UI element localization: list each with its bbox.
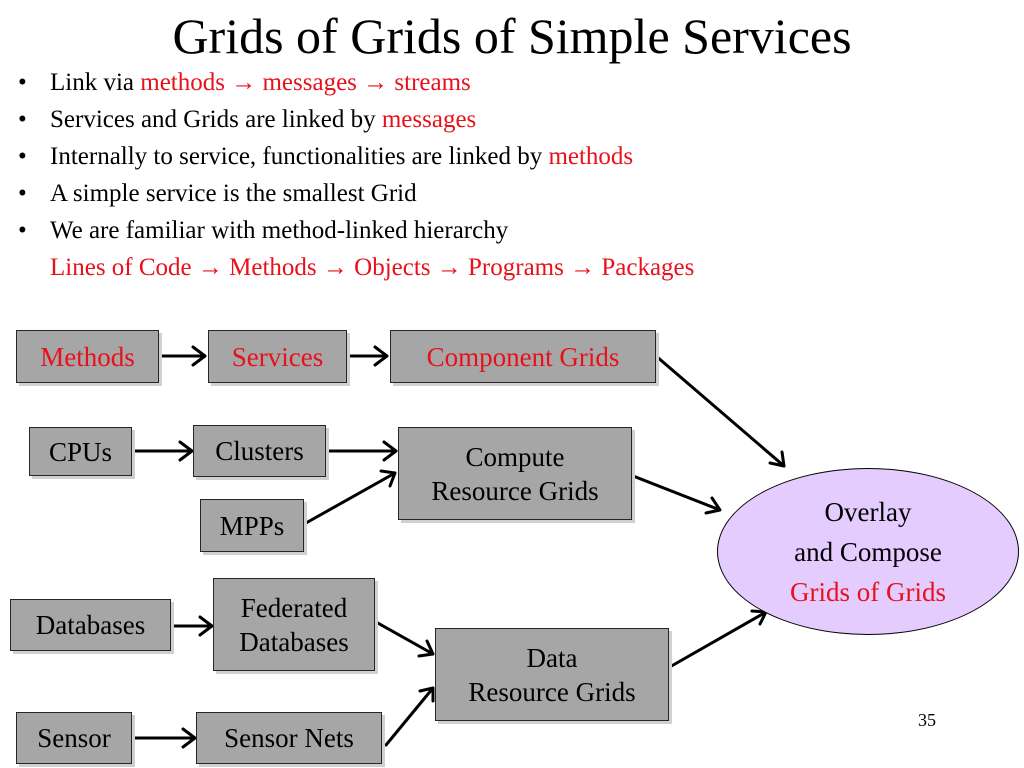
box-methods: Methods	[16, 330, 159, 383]
arrow-right-icon: →	[231, 69, 257, 96]
bullet-hierarchy: We are familiar with method-linked hiera…	[14, 212, 694, 286]
hierarchy-chain: Lines of Code → Methods → Objects → Prog…	[50, 254, 695, 281]
arrow-right-icon: →	[363, 69, 389, 96]
page-number: 35	[918, 710, 936, 730]
box-clusters: Clusters	[193, 425, 326, 477]
bullet-internally: Internally to service, functionalities a…	[14, 138, 694, 175]
overlay-ellipse: Overlay and Compose Grids of Grids	[717, 468, 1019, 635]
arrow-data-overlay	[666, 609, 768, 670]
box-cpus: CPUs	[29, 427, 132, 476]
box-databases: Databases	[10, 599, 171, 651]
arrow-cpus-clusters	[131, 440, 194, 462]
box-sensor: Sensor	[16, 712, 132, 764]
arrow-component-overlay	[654, 354, 786, 468]
arrow-databases-federated	[170, 615, 214, 637]
arrow-methods-services	[158, 345, 207, 367]
arrow-clusters-compute	[325, 440, 398, 462]
box-mpps: MPPs	[200, 499, 304, 552]
arrow-right-icon: →	[197, 254, 223, 281]
arrow-sensor-sensornets	[131, 727, 197, 749]
box-federated-databases: Federated Databases	[213, 578, 375, 671]
arrow-compute-overlay	[631, 474, 722, 515]
bullet-link-via: Link via methods → messages → streams	[14, 64, 694, 101]
box-compute-grids: Compute Resource Grids	[398, 427, 632, 520]
arrow-mpps-compute	[304, 469, 397, 525]
box-component-grids: Component Grids	[390, 330, 656, 383]
arrow-services-component	[346, 345, 389, 367]
bullet-simple-service: A simple service is the smallest Grid	[14, 175, 694, 212]
box-data-grids: Data Resource Grids	[435, 628, 669, 721]
bullet-list: Link via methods → messages → streams Se…	[14, 64, 694, 286]
arrow-right-icon: →	[570, 254, 596, 281]
arrow-sensornets-data	[384, 686, 435, 747]
arrow-right-icon: →	[436, 254, 462, 281]
arrow-federated-data	[374, 620, 435, 658]
slide-title: Grids of Grids of Simple Services	[172, 8, 852, 64]
box-services: Services	[208, 330, 347, 383]
bullet-services-grids: Services and Grids are linked by message…	[14, 101, 694, 138]
box-sensor-nets: Sensor Nets	[196, 712, 382, 764]
arrow-right-icon: →	[322, 254, 348, 281]
